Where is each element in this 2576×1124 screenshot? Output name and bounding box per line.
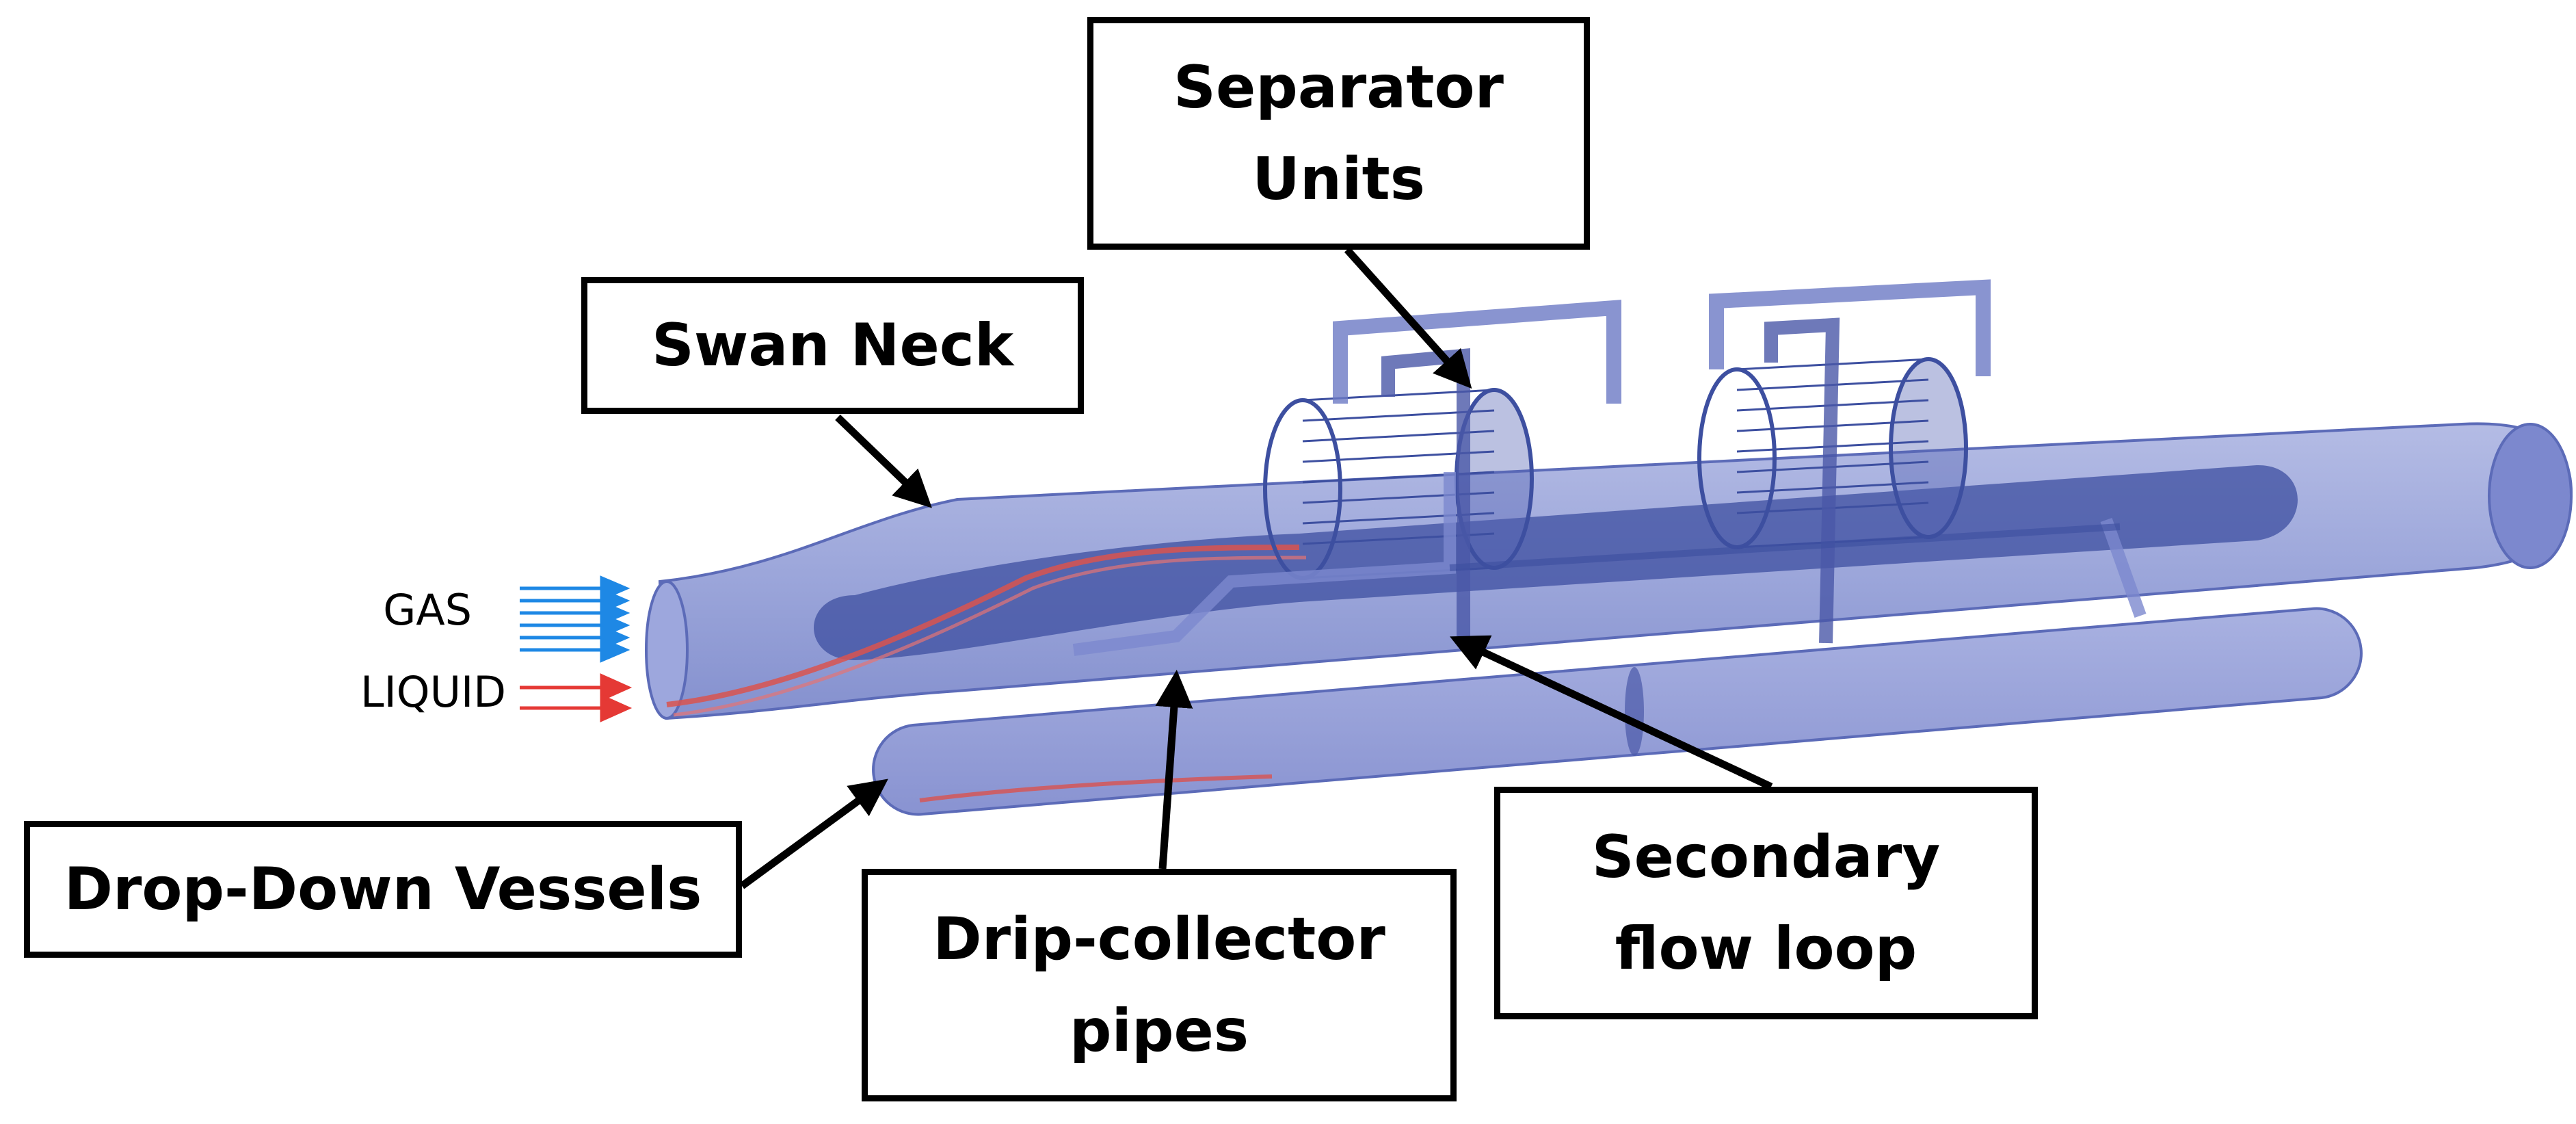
gas-label: GAS: [383, 585, 472, 635]
separator-units-pointer: [1344, 247, 1472, 389]
separator-units-label: Separator Units: [1173, 53, 1504, 213]
liquid-label: LIQUID: [360, 667, 506, 717]
secondary-flow-line: [1449, 523, 2121, 571]
secondary-flow-loop-callout: Secondary flow loop: [1494, 787, 2038, 1019]
separator-units-callout: Separator Units: [1087, 17, 1590, 250]
drip-collector-pipes-label: Drip-collector pipes: [933, 905, 1385, 1065]
drip-collector-pointer: [1155, 670, 1193, 870]
secondary-flow-loop-label: Secondary flow loop: [1591, 823, 1941, 983]
swan-neck-callout: Swan Neck: [581, 277, 1084, 414]
drip-collector-pipes-callout: Drip-collector pipes: [862, 869, 1457, 1101]
drop-down-vessels-pointer: [739, 779, 888, 889]
swan-neck-label: Swan Neck: [651, 311, 1014, 380]
drop-down-vessels-callout: Drop-Down Vessels: [24, 821, 742, 958]
swan-neck-pointer: [835, 415, 932, 508]
callout-arrows: [739, 247, 1773, 889]
gas-inflow-arrows: [520, 575, 630, 663]
liquid-inflow-arrows: [520, 673, 633, 722]
secondary-loop-pointer: [1450, 635, 1773, 790]
separator-unit-1: [1072, 300, 1621, 656]
drop-down-vessels-label: Drop-Down Vessels: [64, 855, 702, 924]
